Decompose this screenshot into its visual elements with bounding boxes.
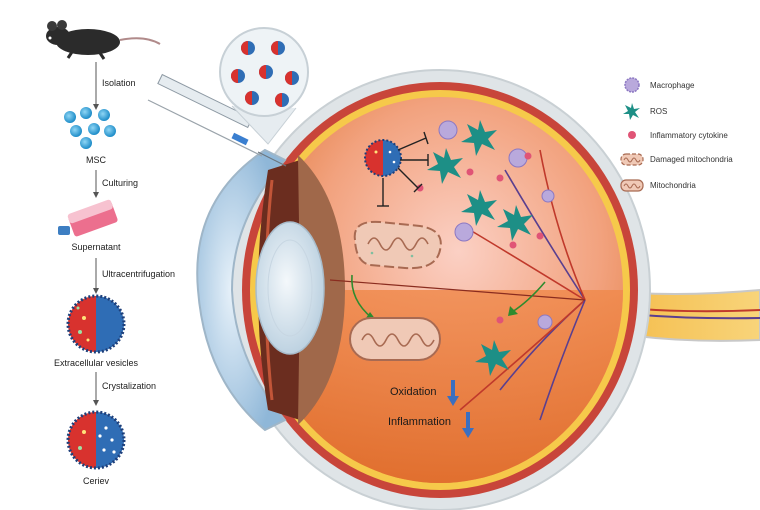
- inhibition-lines: [377, 131, 429, 207]
- mouse-icon: [46, 20, 161, 60]
- cytokine-icon: [620, 126, 644, 144]
- legend-mitochondria: Mitochondria: [620, 176, 696, 194]
- syringe-icon: [147, 73, 287, 167]
- extracellular-vesicle-icon: [66, 294, 126, 354]
- retinal-vessels: [329, 149, 586, 421]
- stage-msc: MSC: [86, 155, 106, 165]
- step-crystalization: Crystalization: [102, 381, 157, 391]
- mitochondria-icon: [620, 176, 644, 194]
- legend-damaged-mitochondria: Damaged mitochondria: [620, 150, 733, 168]
- decrease-arrows: [447, 380, 474, 438]
- ceriev-icon: [66, 410, 126, 470]
- step-isolation: Isolation: [102, 78, 136, 88]
- stage-extracellular-vesicles: Extracellular vesicles: [53, 358, 139, 368]
- ceriev-particle: [364, 139, 402, 177]
- damaged-mitochondria: [353, 220, 442, 270]
- cornea: [196, 148, 287, 432]
- ros-icon: [620, 102, 644, 120]
- stage-supernatant: Supernatant: [71, 242, 121, 252]
- step-ultracentrifugation: Ultracentrifugation: [102, 269, 176, 279]
- legend-ros: ROS: [620, 102, 667, 120]
- healthy-mitochondria: [349, 317, 441, 361]
- msc-cells-icon: [64, 107, 116, 149]
- damaged-mitochondria-icon: [620, 150, 644, 168]
- cytokine-cluster: [416, 152, 544, 324]
- inflammation-label: Inflammation: [388, 416, 451, 428]
- step-culturing: Culturing: [102, 178, 139, 188]
- macrophage-icon: [620, 76, 644, 94]
- stage-ceriev: Ceriev: [82, 476, 109, 486]
- lens: [255, 221, 325, 355]
- vesicle-zoom-bubble: [219, 27, 309, 145]
- culture-flask-icon: [58, 199, 118, 237]
- macrophage-cluster: [438, 120, 555, 330]
- ros-cluster: [427, 120, 533, 376]
- oxidation-label: Oxidation: [390, 386, 437, 398]
- legend-cytokine: Inflammatory cytokine: [620, 126, 728, 144]
- legend-macrophage: Macrophage: [620, 76, 694, 94]
